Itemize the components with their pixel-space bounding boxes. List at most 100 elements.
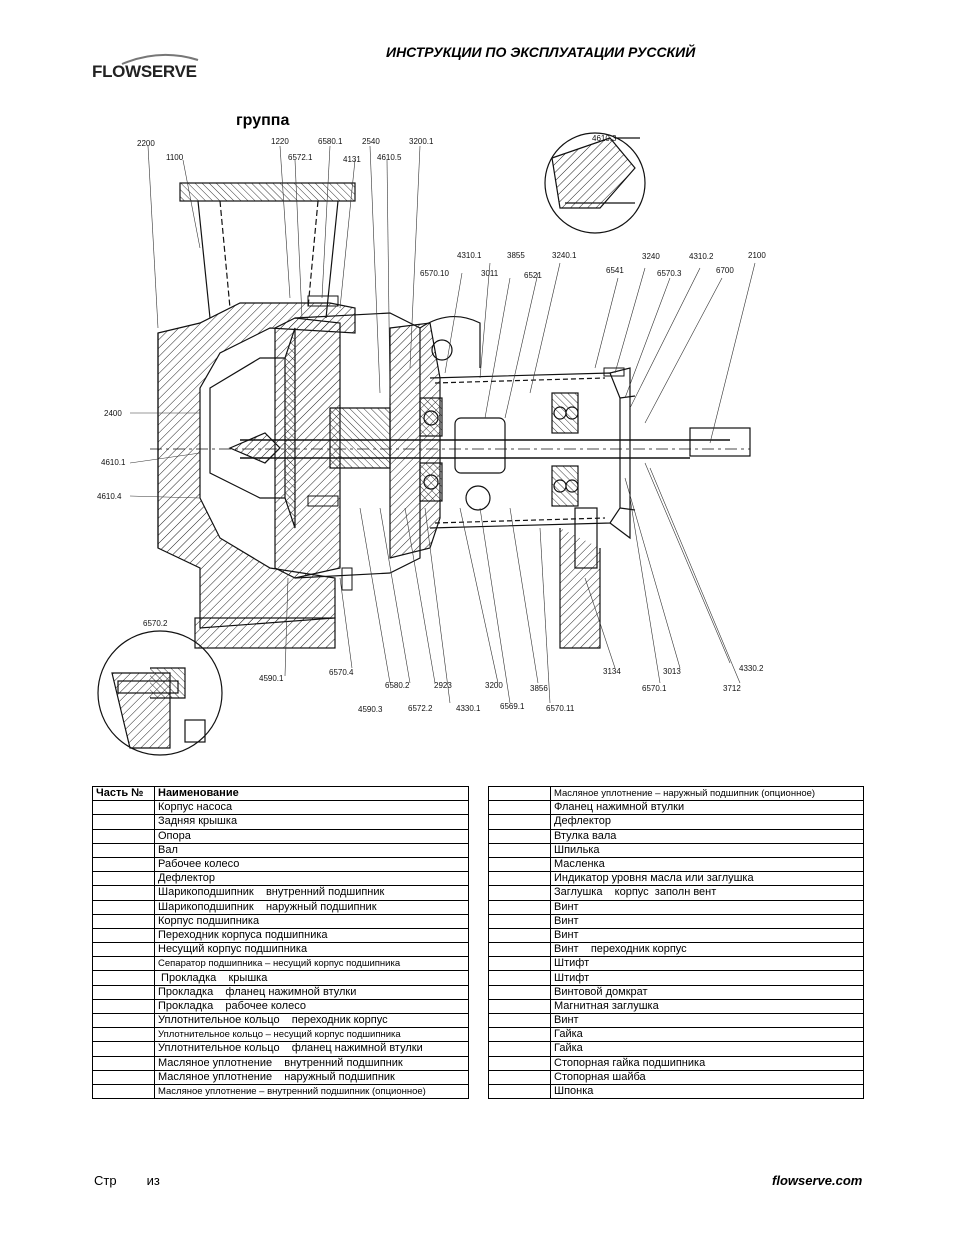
callout-3200-1: 3200.1 (409, 137, 434, 146)
cell-part-name: Сепаратор подшипника – несущий корпус по… (154, 956, 469, 972)
cell-part-no (92, 885, 155, 901)
footer-site: flowserve.com (772, 1173, 863, 1188)
cell-part-name: Опора (154, 828, 469, 844)
cell-part-no (488, 1083, 551, 1100)
callout-3011: 3011 (481, 269, 499, 278)
table-row: Штифт (488, 970, 864, 986)
callout-6521: 6521 (524, 271, 542, 280)
callout-1220: 1220 (271, 137, 289, 146)
cell-part-no (92, 899, 155, 915)
table-row: Корпус подшипника (92, 913, 469, 929)
cell-part-no (488, 984, 551, 1000)
cell-part-no (488, 842, 551, 858)
table-row: Масленка (488, 856, 864, 873)
callout-3200: 3200 (485, 681, 503, 690)
callout-6570-10: 6570.10 (420, 269, 449, 278)
callout-6570-11: 6570.11 (546, 704, 575, 713)
cell-part-no (92, 913, 155, 929)
cell-part-name: Рабочее колесо (154, 856, 469, 873)
cell-part-name: Заглушка корпус заполн вент (550, 885, 864, 901)
callout-4610-4: 4610.4 (97, 492, 122, 501)
callout-6572-2: 6572.2 (408, 704, 433, 713)
cell-part-no (92, 1083, 155, 1100)
cell-part-no (92, 856, 155, 873)
page-label: Стр (94, 1173, 117, 1188)
cell-part-no (488, 1012, 551, 1029)
table-row: Опора (92, 828, 469, 844)
cell-part-name: Масляное уплотнение внутренний подшипник (154, 1055, 469, 1071)
cell-part-no (488, 1027, 551, 1043)
cell-part-name: Несущий корпус подшипника (154, 942, 469, 958)
table-row: Прокладка фланец нажимной втулки (92, 984, 469, 1000)
callout-4590-1: 4590.1 (259, 674, 284, 683)
cell-part-no (488, 942, 551, 958)
table-row: Индикатор уровня масла или заглушка (488, 871, 864, 887)
cell-part-no (92, 1027, 155, 1043)
table-row: Винт (488, 1012, 864, 1029)
cell-part-no (92, 970, 155, 986)
table-row: Вал (92, 842, 469, 858)
table-row: Стопорная гайка подшипника (488, 1055, 864, 1071)
callout-3134: 3134 (603, 667, 621, 676)
callout-6541: 6541 (606, 266, 624, 275)
table-row: Фланец нажимной втулки (488, 800, 864, 816)
page-header-title: ИНСТРУКЦИИ ПО ЭКСПЛУАТАЦИИ РУССКИЙ (386, 44, 696, 60)
table-row: Уплотнительное кольцо – несущий корпус п… (92, 1027, 469, 1043)
table-row: Гайка (488, 1041, 864, 1057)
callout-6570-1: 6570.1 (642, 684, 667, 693)
cell-part-no (92, 1012, 155, 1029)
callout-6572-1: 6572.1 (288, 153, 313, 162)
cell-part-no (488, 1069, 551, 1085)
table-row: Магнитная заглушка (488, 998, 864, 1015)
table-row: Заглушка корпус заполн вент (488, 885, 864, 901)
table-row: Несущий корпус подшипника (92, 942, 469, 958)
cell-part-no (488, 998, 551, 1015)
table-row: Масляное уплотнение – внутренний подшипн… (92, 1083, 469, 1100)
cell-part-no (92, 1055, 155, 1071)
table-row: Дефлектор (488, 814, 864, 830)
cell-part-no (92, 927, 155, 944)
callout-4610-5: 4610.5 (377, 153, 402, 162)
callout-4131: 4131 (343, 155, 361, 164)
cell-part-name: Масленка (550, 856, 864, 873)
cell-part-no (488, 785, 551, 802)
table-row: Сепаратор подшипника – несущий корпус по… (92, 956, 469, 972)
table-row: Шпонка (488, 1083, 864, 1100)
callout-3240-1: 3240.1 (552, 251, 577, 260)
cell-part-no (92, 842, 155, 858)
table-row: Винт (488, 927, 864, 944)
callout-6570-3: 6570.3 (657, 269, 682, 278)
table-row: Рабочее колесо (92, 856, 469, 873)
table-row: Втулка вала (488, 828, 864, 844)
cell-part-name: Масляное уплотнение – внутренний подшипн… (154, 1083, 469, 1100)
table-row: Шарикоподшипник наружный подшипник (92, 899, 469, 915)
table-row: Штифт (488, 956, 864, 972)
table-header-row: Часть № Наименование (92, 785, 469, 802)
cell-part-name: Стопорная гайка подшипника (550, 1055, 864, 1071)
cell-part-name: Задняя крышка (154, 814, 469, 830)
cell-part-name: Шарикоподшипник наружный подшипник (154, 899, 469, 915)
cell-part-name: Винт (550, 1012, 864, 1029)
cell-part-no (92, 984, 155, 1000)
callout-6580-2: 6580.2 (385, 681, 410, 690)
logo-swoosh-icon (121, 53, 199, 65)
table-row: Переходник корпуса подшипника (92, 927, 469, 944)
cell-part-name: Фланец нажимной втулки (550, 800, 864, 816)
table-row: Дефлектор (92, 871, 469, 887)
callout-2540: 2540 (362, 137, 380, 146)
callout-2923: 2923 (434, 681, 452, 690)
pump-cross-section-drawing (97, 132, 756, 756)
cell-part-name: Уплотнительное кольцо переходник корпус (154, 1012, 469, 1029)
cell-part-no (92, 814, 155, 830)
cell-part-no (488, 885, 551, 901)
cell-part-name: Уплотнительное кольцо фланец нажимной вт… (154, 1041, 469, 1057)
cell-part-name: Шарикоподшипник внутренний подшипник (154, 885, 469, 901)
table-row: Шарикоподшипник внутренний подшипник (92, 885, 469, 901)
table-row: Масляное уплотнение внутренний подшипник (92, 1055, 469, 1071)
callout-6570-4: 6570.4 (329, 668, 354, 677)
flowserve-logo: FLOWSERVE (92, 48, 212, 88)
cell-part-name: Уплотнительное кольцо – несущий корпус п… (154, 1027, 469, 1043)
cell-part-name: Штифт (550, 970, 864, 986)
